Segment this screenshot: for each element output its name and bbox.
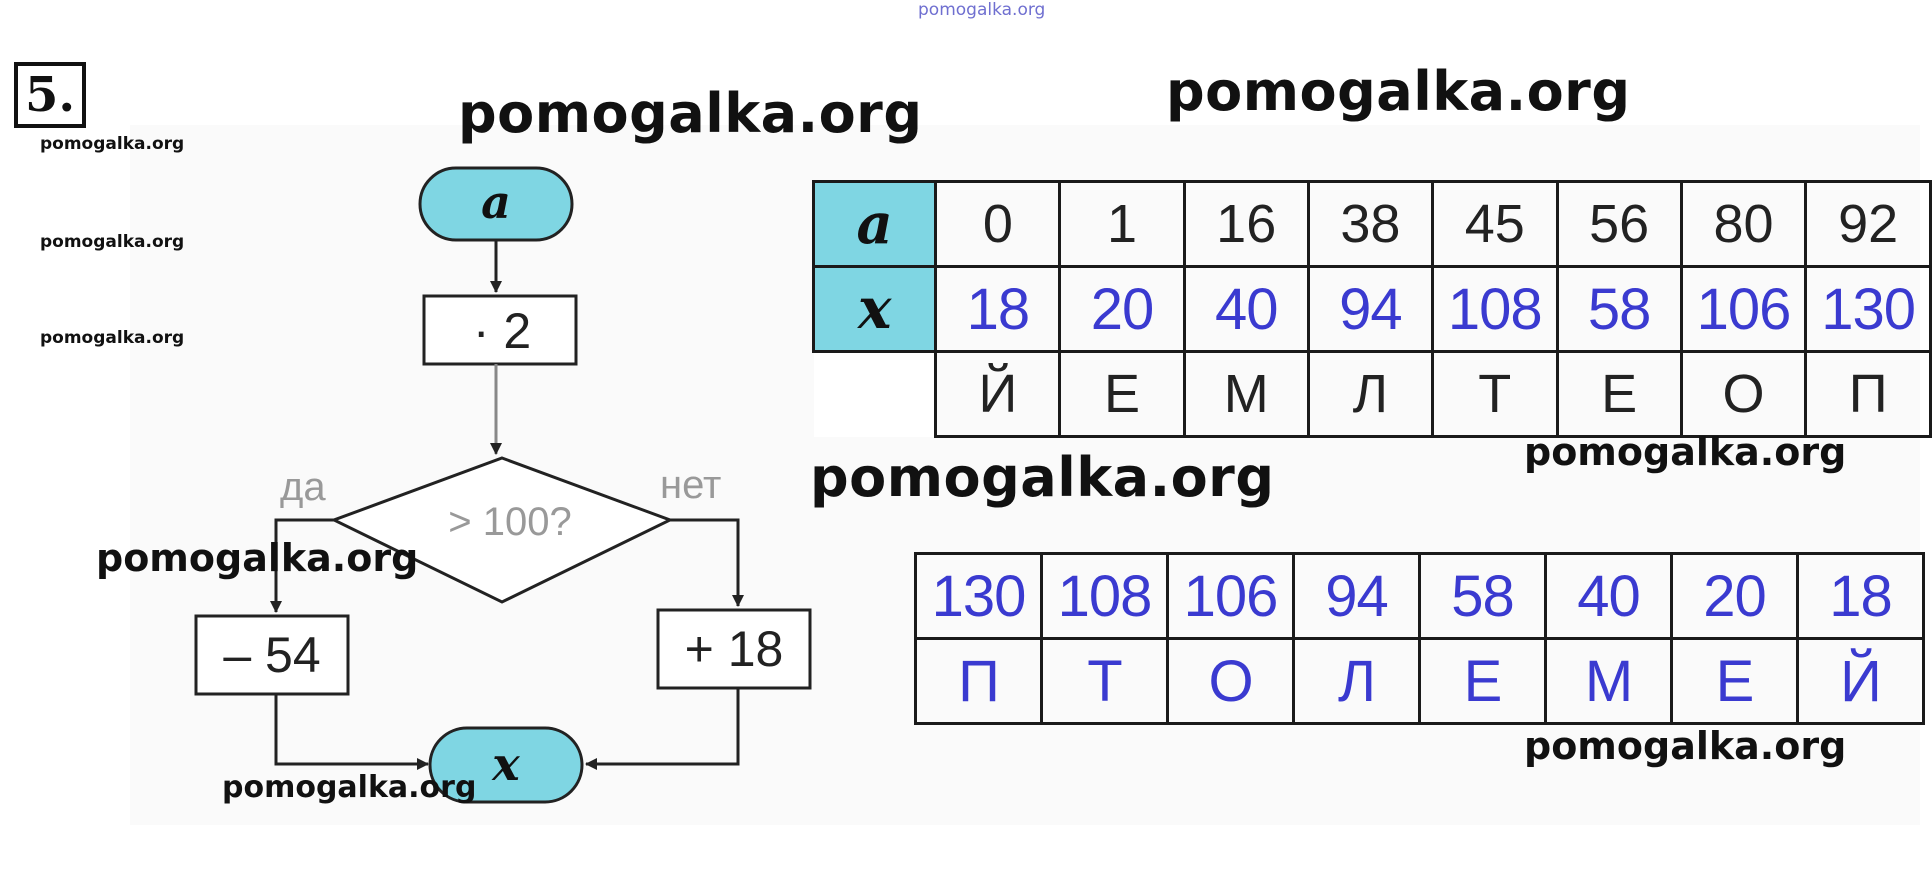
answer-letter: М — [1544, 637, 1673, 725]
watermark-large: pomogalka.org — [810, 446, 1275, 509]
answer-value: 108 — [1040, 552, 1169, 640]
end-terminal — [428, 726, 584, 804]
answer-letter: Т — [1040, 637, 1169, 725]
a-value: 38 — [1306, 180, 1434, 268]
add-label: + 18 — [685, 621, 784, 677]
row-a: a 0 1 16 38 45 56 80 92 — [811, 180, 1932, 268]
x-value: 94 — [1306, 265, 1434, 353]
x-value: 130 — [1804, 265, 1932, 353]
x-value: 108 — [1430, 265, 1559, 353]
multiply-box — [422, 294, 578, 366]
empty-corner — [813, 350, 938, 437]
arrow-no-branch — [670, 518, 744, 607]
letter-cell: Т — [1430, 350, 1559, 438]
answer-value: 20 — [1670, 552, 1799, 640]
multiply-label: · 2 — [473, 303, 531, 359]
letter-cell: М — [1182, 350, 1310, 438]
watermark-medium: pomogalka.org — [1524, 430, 1847, 474]
value-table: a 0 1 16 38 45 56 80 92 x 18 20 40 94 10… — [811, 180, 1932, 438]
answer-value: 58 — [1418, 552, 1547, 640]
a-value: 92 — [1804, 180, 1932, 268]
answer-value: 130 — [914, 552, 1043, 640]
x-value: 40 — [1182, 265, 1310, 353]
x-value: 58 — [1555, 265, 1683, 353]
answer-table: 130 108 106 94 58 40 20 18 П Т О Л Е М Е… — [914, 552, 1925, 725]
letter-cell: Е — [1555, 350, 1683, 438]
watermark-top: pomogalka.org — [918, 0, 1046, 20]
answer-value: 106 — [1166, 552, 1295, 640]
letter-cell: Л — [1306, 350, 1434, 438]
answer-letter: О — [1166, 637, 1295, 725]
a-value: 45 — [1430, 180, 1559, 268]
watermark-small: pomogalka.org — [40, 232, 185, 252]
subtract-box — [194, 614, 350, 696]
yes-label: да — [280, 465, 326, 509]
no-label: нет — [660, 463, 721, 507]
answer-letter: Л — [1292, 637, 1421, 725]
a-value: 80 — [1679, 180, 1808, 268]
row-a-header: a — [811, 180, 938, 268]
problem-number: 5. — [14, 62, 86, 128]
watermark-small: pomogalka.org — [40, 134, 185, 154]
answer-letter: Й — [1796, 637, 1925, 725]
watermark-large: pomogalka.org — [1166, 60, 1631, 123]
a-value: 0 — [934, 180, 1062, 268]
arrow-yes-branch — [270, 518, 334, 613]
letter-cell: Й — [934, 350, 1062, 438]
add-box — [656, 608, 812, 690]
arrow-subtract-to-end — [274, 694, 429, 770]
decision-label: > 100? — [448, 500, 571, 544]
watermark-medium: pomogalka.org — [222, 770, 477, 805]
a-value: 56 — [1555, 180, 1683, 268]
watermark-small: pomogalka.org — [40, 328, 185, 348]
answer-letter: Е — [1418, 637, 1547, 725]
row-letters: Й Е М Л Т Е О П — [813, 350, 1932, 438]
letter-cell: О — [1679, 350, 1808, 438]
a-value: 16 — [1182, 180, 1310, 268]
end-label: x — [491, 737, 520, 791]
arrow-add-to-end — [585, 688, 740, 770]
answer-value: 94 — [1292, 552, 1421, 640]
answer-values-row: 130 108 106 94 58 40 20 18 — [914, 552, 1925, 640]
watermark-large: pomogalka.org — [458, 82, 923, 145]
x-value: 18 — [934, 265, 1062, 353]
row-x: x 18 20 40 94 108 58 106 130 — [811, 265, 1932, 353]
answer-letters-row: П Т О Л Е М Е Й — [914, 637, 1925, 725]
watermark-medium: pomogalka.org — [96, 536, 419, 580]
x-value: 20 — [1058, 265, 1186, 353]
answer-letter: П — [914, 637, 1043, 725]
answer-letter: Е — [1670, 637, 1799, 725]
watermark-medium: pomogalka.org — [1524, 724, 1847, 768]
answer-value: 40 — [1544, 552, 1673, 640]
row-x-header: x — [811, 265, 938, 353]
answer-value: 18 — [1796, 552, 1925, 640]
letter-cell: Е — [1058, 350, 1186, 438]
x-value: 106 — [1679, 265, 1808, 353]
subtract-label: – 54 — [223, 627, 320, 683]
decision-diamond — [330, 456, 674, 604]
start-label: a — [481, 175, 511, 229]
letter-cell: П — [1804, 350, 1932, 438]
a-value: 1 — [1058, 180, 1186, 268]
